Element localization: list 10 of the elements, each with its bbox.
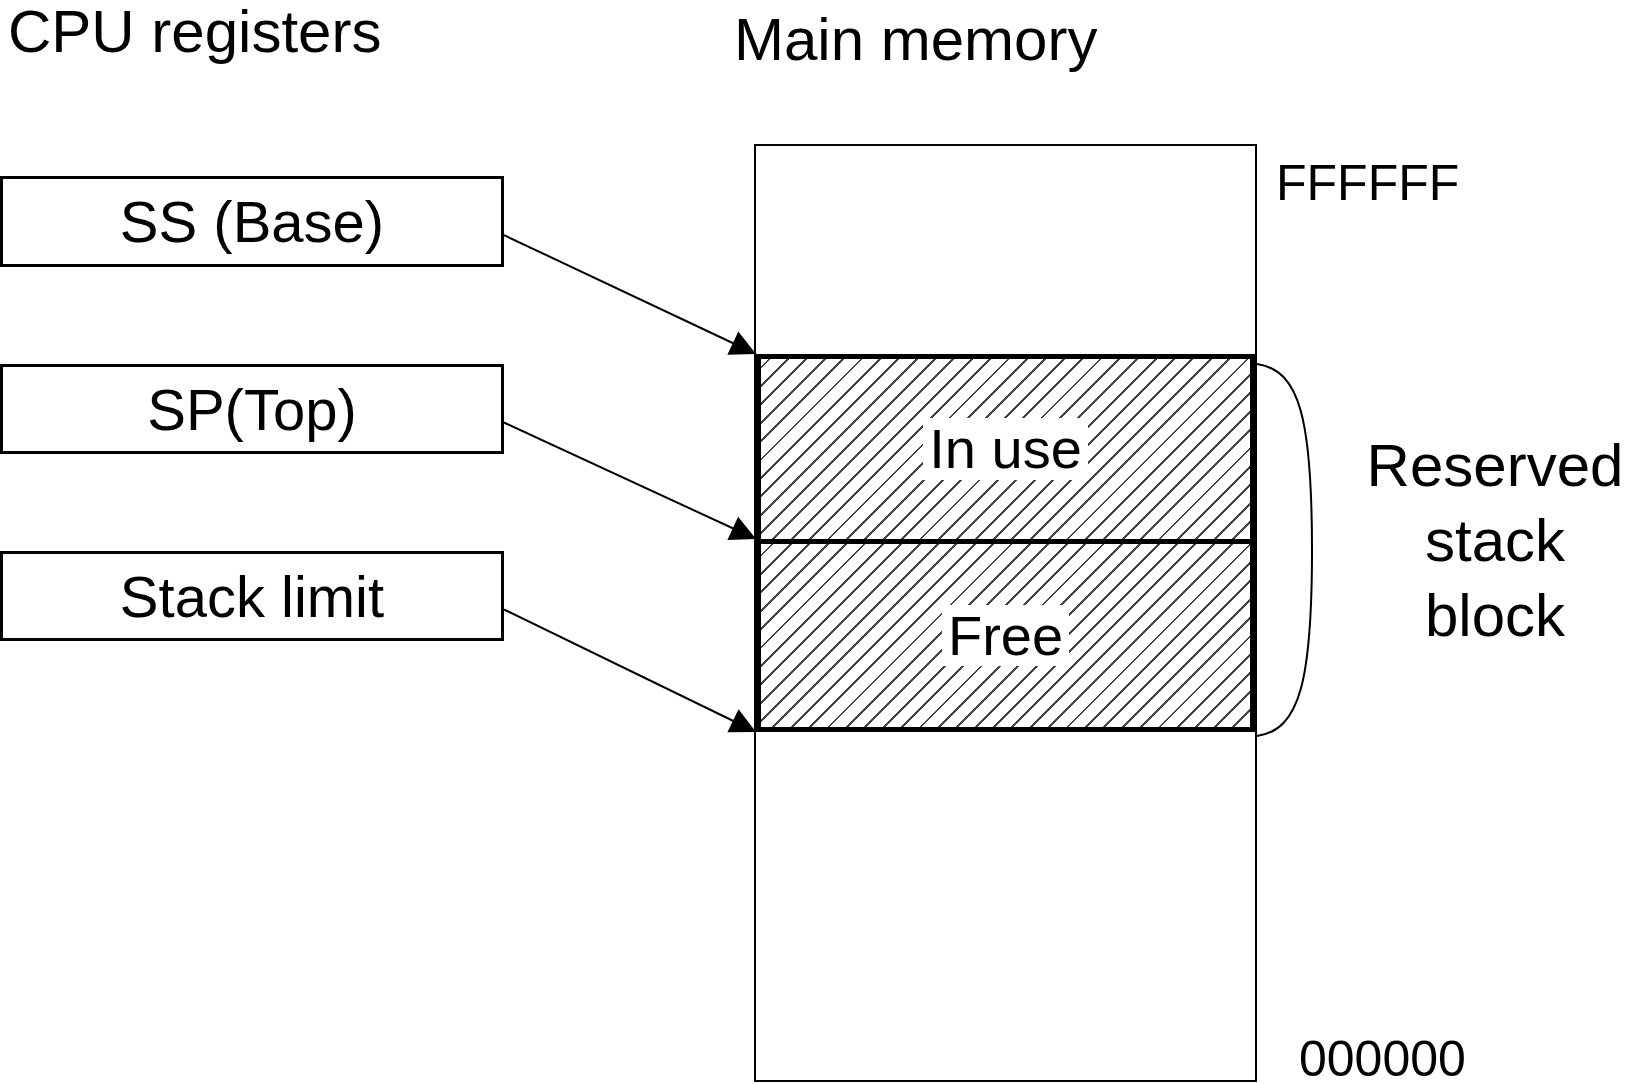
address-label: FFFFFF	[1276, 158, 1460, 208]
register-box: SS (Base)	[0, 176, 504, 267]
stack-block-label: Reserved stack block	[1365, 431, 1625, 651]
register-box: Stack limit	[0, 551, 504, 641]
group-heading: CPU registers	[8, 2, 382, 62]
register-box: SP(Top)	[0, 364, 504, 454]
column-heading: Main memory	[734, 10, 1098, 70]
region-label: In use	[923, 418, 1088, 480]
region-label: Free	[941, 604, 1070, 667]
address-label: 000000	[1299, 1034, 1466, 1084]
